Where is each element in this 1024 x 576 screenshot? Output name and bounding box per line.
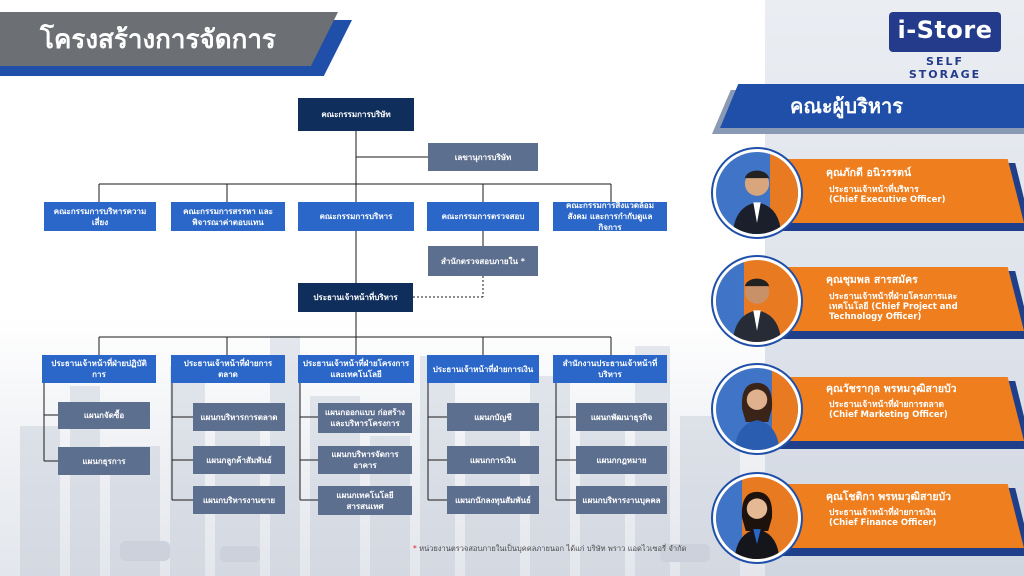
exec-name: คุณภักดี อนิวรรตน์ [826,167,912,179]
exec-role-th: ประธานเจ้าหน้าที่ฝ่ายการเงิน [829,508,936,518]
dept-sales-management: แผนกบริหารงานขาย [193,486,285,514]
committee-audit: คณะกรรมการตรวจสอบ [427,202,539,231]
dept-building-management: แผนกบริหารจัดการอาคาร [318,446,412,474]
female-executive-portrait-icon [713,474,801,562]
exec-role-th: ประธานเจ้าหน้าที่บริหาร [829,185,919,195]
dept-human-resources: แผนกบริหารงานบุคคล [576,486,667,514]
title-banner [0,12,338,66]
executives-banner [720,84,1024,128]
logo-subtitle: SELF STORAGE [908,55,982,81]
footnote: * หน่วยงานตรวจสอบภายในเป็นบุคคลภายนอก ได… [413,543,686,555]
exec-role-th: ประธานเจ้าหน้าที่ฝ่ายโครงการและ เทคโนโลย… [829,292,958,312]
dept-design-construction: แผนกออกแบบ ก่อสร้าง และบริหารโครงการ [318,403,412,433]
chief-finance: ประธานเจ้าหน้าที่ฝ่ายการเงิน [427,355,539,383]
footnote-star: * [413,544,417,553]
footnote-text: หน่วยงานตรวจสอบภายในเป็นบุคคลภายนอก ได้แ… [419,544,687,553]
exec-role-en: (Chief Executive Officer) [829,195,946,205]
chief-operations: ประธานเจ้าหน้าที่ฝ่ายปฏิบัติการ [42,355,156,383]
ceo-office: สำนักงานประธานเจ้าหน้าที่บริหาร [553,355,667,383]
committee-esg: คณะกรรมการสิ่งแวดล้อม สังคม และการกำกับด… [553,201,667,232]
dept-procurement: แผนกจัดซื้อ [58,402,150,429]
dept-legal: แผนกกฎหมาย [576,446,667,474]
ceo-box: ประธานเจ้าหน้าที่บริหาร [298,283,413,312]
dept-customer-relations: แผนกลูกค้าสัมพันธ์ [193,446,285,474]
istore-logo: i-Store SELF STORAGE [887,12,1003,81]
chief-project-technology: ประธานเจ้าหน้าที่ฝ่ายโครงการ และเทคโนโลย… [298,355,414,383]
dept-business-development: แผนกพัฒนาธุรกิจ [576,403,667,431]
exec-role: ประธานเจ้าหน้าที่ฝ่ายการเงิน (Chief Fina… [829,508,979,528]
committee-executive: คณะกรรมการบริหาร [298,202,414,231]
company-secretary: เลขานุการบริษัท [428,143,538,171]
exec-role: ประธานเจ้าหน้าที่บริหาร (Chief Executive… [829,185,979,205]
exec-role-th: ประธานเจ้าหน้าที่ฝ่ายการตลาด [829,400,944,410]
female-executive-portrait-icon [713,365,801,453]
exec-role-en: Technology Officer) [829,312,922,322]
dept-information-technology: แผนกเทคโนโลยี สารสนเทศ [318,486,412,515]
dept-investor-relations: แผนกนักลงทุนสัมพันธ์ [447,486,539,514]
internal-audit-office: สำนักตรวจสอบภายใน * [428,246,538,276]
executives-title: คณะผู้บริหาร [790,94,903,118]
board-of-directors: คณะกรรมการบริษัท [298,98,414,131]
logo-badge [889,12,1001,52]
dept-finance: แผนกการเงิน [447,446,539,474]
exec-name: คุณวัชรากุล พรหมวุฒิสายบัว [826,383,957,395]
exec-name: คุณชุมพล สารสมัคร [826,274,918,286]
dept-accounting: แผนกบัญชี [447,403,539,431]
male-executive-portrait-icon [713,257,801,345]
org-chart-connectors [43,131,612,501]
page-title: โครงสร้างการจัดการ [40,25,276,55]
exec-name: คุณโชติกา พรหมวุฒิสายบัว [826,491,952,503]
dept-marketing-management: แผนกบริหารการตลาด [193,403,285,431]
dept-administration: แผนกธุรการ [58,447,150,475]
committee-nomination: คณะกรรมการสรรหา และพิจารณาค่าตอบแทน [171,202,285,231]
male-executive-portrait-icon [713,149,801,237]
exec-role: ประธานเจ้าหน้าที่ฝ่ายการตลาด (Chief Mark… [829,400,979,420]
chief-marketing: ประธานเจ้าหน้าที่ฝ่ายการตลาด [171,355,285,383]
logo-text: i-Store [897,16,993,44]
exec-role-en: (Chief Marketing Officer) [829,410,948,420]
exec-role-en: (Chief Finance Officer) [829,518,937,528]
committee-risk: คณะกรรมการบริหารความเสี่ยง [44,202,156,231]
exec-role: ประธานเจ้าหน้าที่ฝ่ายโครงการและ เทคโนโลย… [829,292,979,322]
